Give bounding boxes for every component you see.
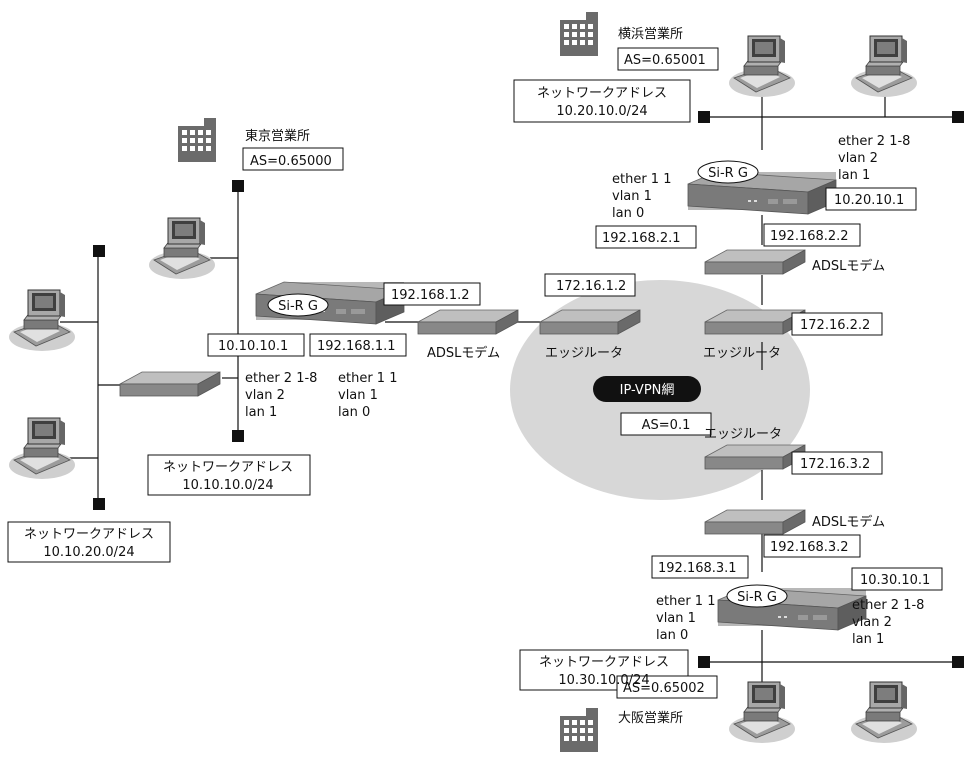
tokyo-ether2-line2: vlan 2 <box>245 388 285 403</box>
yokohama-wan-ip: 192.168.2.1 <box>602 231 681 246</box>
tokyo-ether1-line3: lan 0 <box>338 405 370 420</box>
modem-icon <box>417 309 519 335</box>
yokohama-office-label: 横浜営業所 <box>618 26 683 42</box>
line-end-markers <box>93 111 964 668</box>
pc-icon <box>148 217 216 280</box>
osaka-wan-ip: 192.168.3.1 <box>658 561 737 576</box>
yokohama-ether1-line3: lan 0 <box>612 206 644 221</box>
yokohama-net-title: ネットワークアドレス <box>537 86 667 101</box>
osaka-modem-label: ADSLモデム <box>812 514 885 530</box>
yokohama-net-addr: 10.20.10.0/24 <box>556 104 647 119</box>
modem-icon <box>539 309 641 335</box>
osaka-ether2-line1: ether 2 1-8 <box>852 598 924 613</box>
building-icon <box>178 118 216 162</box>
osaka-ether1-line3: lan 0 <box>656 628 688 643</box>
tokyo-ether2-line1: ether 2 1-8 <box>245 371 317 386</box>
tokyo-lan-ip: 10.10.10.1 <box>218 339 288 354</box>
osaka-office-label: 大阪営業所 <box>618 710 683 726</box>
tokyo-ether2-line3: lan 1 <box>245 405 277 420</box>
tokyo-net1-title: ネットワークアドレス <box>163 460 293 475</box>
modem-icon <box>704 509 806 535</box>
tokyo-edge-label: エッジルータ <box>545 346 623 361</box>
tokyo-ether1-line1: ether 1 1 <box>338 371 397 386</box>
modem-icon <box>704 444 806 470</box>
osaka-edge-ip: 172.16.3.2 <box>800 457 870 472</box>
yokohama-ether2-line3: lan 1 <box>838 168 870 183</box>
ip-vpn-pill <box>593 376 701 402</box>
osaka-ether2-line3: lan 1 <box>852 632 884 647</box>
switch-icon <box>119 371 221 397</box>
connection-lines <box>60 85 958 682</box>
label-boxes <box>7 47 943 699</box>
pc-icon <box>728 681 796 744</box>
osaka-ether1-line1: ether 1 1 <box>656 594 715 609</box>
yokohama-router-badge: Si-R G <box>708 166 748 181</box>
osaka-router-badge: Si-R G <box>737 590 777 605</box>
osaka-net-addr: 10.30.10.0/24 <box>558 673 649 688</box>
modem-icon <box>704 249 806 275</box>
tokyo-ether1-line2: vlan 1 <box>338 388 378 403</box>
osaka-edge-label: エッジルータ <box>704 427 782 442</box>
osaka-modem-ip: 192.168.3.2 <box>770 540 849 555</box>
tokyo-edge-ip: 172.16.1.2 <box>556 279 626 294</box>
yokohama-modem-label: ADSLモデム <box>812 258 885 274</box>
tokyo-router-badge: Si-R G <box>278 299 318 314</box>
tokyo-net1-addr: 10.10.10.0/24 <box>182 478 273 493</box>
router-badges <box>267 160 788 608</box>
pc-icon <box>728 35 796 98</box>
osaka-as-label: AS=0.65002 <box>623 681 705 696</box>
ip-vpn-label: IP-VPN網 <box>620 383 675 398</box>
yokohama-ether1-line1: ether 1 1 <box>612 172 671 187</box>
tokyo-modem-label: ADSLモデム <box>427 345 500 361</box>
yokohama-edge-label: エッジルータ <box>703 346 781 361</box>
building-icon <box>560 708 598 752</box>
tokyo-net2-title: ネットワークアドレス <box>24 527 154 542</box>
yokohama-modem-ip: 192.168.2.2 <box>770 229 849 244</box>
tokyo-net2-addr: 10.10.20.0/24 <box>43 545 134 560</box>
pc-icon <box>8 289 76 352</box>
pc-icon <box>8 417 76 480</box>
osaka-ether2-line2: vlan 2 <box>852 615 892 630</box>
yokohama-ether1-line2: vlan 1 <box>612 189 652 204</box>
yokohama-ether2-line1: ether 2 1-8 <box>838 134 910 149</box>
yokohama-ether2-line2: vlan 2 <box>838 151 878 166</box>
tokyo-modem-ip: 192.168.1.2 <box>391 288 470 303</box>
pc-icon <box>850 35 918 98</box>
yokohama-lan-ip: 10.20.10.1 <box>834 193 904 208</box>
pc-icon <box>850 681 918 744</box>
osaka-net-title: ネットワークアドレス <box>539 655 669 670</box>
tokyo-wan-ip: 192.168.1.1 <box>317 339 396 354</box>
ip-vpn-as-label: AS=0.1 <box>642 418 691 433</box>
tokyo-office-label: 東京営業所 <box>245 128 310 144</box>
yokohama-edge-ip: 172.16.2.2 <box>800 318 870 333</box>
osaka-lan-ip: 10.30.10.1 <box>860 573 930 588</box>
tokyo-as-label: AS=0.65000 <box>250 154 332 169</box>
osaka-ether1-line2: vlan 1 <box>656 611 696 626</box>
yokohama-as-label: AS=0.65001 <box>624 53 706 68</box>
modem-icon <box>704 309 806 335</box>
building-icon <box>560 12 598 56</box>
